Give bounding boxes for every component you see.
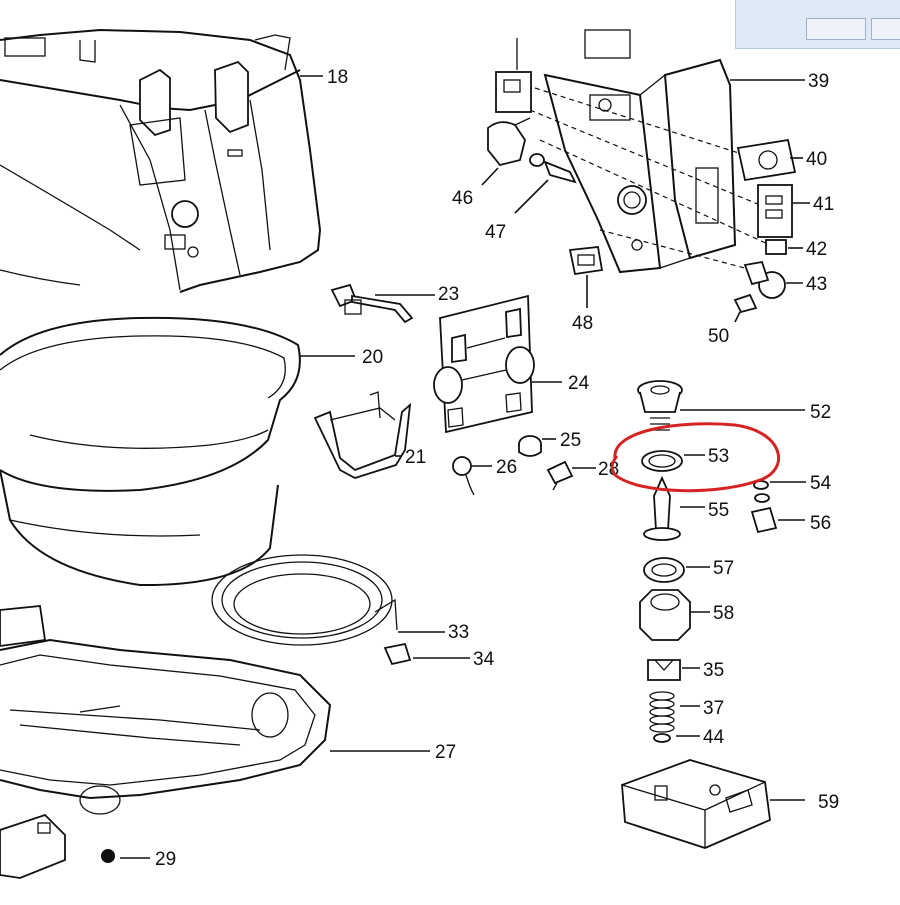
callout-18: 18 xyxy=(327,67,348,88)
part-48-switch xyxy=(568,246,604,308)
window-button[interactable] xyxy=(871,18,900,40)
callout-54: 54 xyxy=(810,473,832,494)
callout-58: 58 xyxy=(713,603,734,624)
part-lower-left-plug xyxy=(0,813,66,879)
callout-21: 21 xyxy=(405,447,426,468)
part-33-heater xyxy=(211,554,445,646)
part-20-bowl xyxy=(0,316,355,587)
part-54-ring xyxy=(753,480,806,503)
callout-20: 20 xyxy=(362,347,383,368)
part-26-sensor xyxy=(452,456,492,496)
callout-35: 35 xyxy=(703,660,724,681)
callout-59: 59 xyxy=(818,792,839,813)
callout-24: 24 xyxy=(568,373,590,394)
callout-46: 46 xyxy=(452,188,473,209)
callout-39: 39 xyxy=(808,71,829,92)
part-46-clip xyxy=(481,117,531,186)
callout-42: 42 xyxy=(806,239,827,260)
part-39-panel xyxy=(516,29,805,274)
callout-26: 26 xyxy=(496,457,517,478)
part-43-knob xyxy=(743,260,803,299)
callout-52: 52 xyxy=(810,402,831,423)
part-40-label-plate xyxy=(736,138,803,182)
part-18-housing xyxy=(0,28,323,293)
part-56-cap xyxy=(750,506,805,534)
part-37-spring xyxy=(649,691,700,733)
part-41-display xyxy=(757,184,810,238)
part-57-washer xyxy=(643,557,710,583)
part-44-small-ring xyxy=(653,733,700,743)
window-button[interactable] xyxy=(806,18,866,40)
callout-27: 27 xyxy=(435,742,456,763)
part-24-gasket xyxy=(433,294,562,434)
callout-56: 56 xyxy=(810,513,831,534)
callout-50: 50 xyxy=(708,326,729,347)
callout-25: 25 xyxy=(560,430,581,451)
callout-48: 48 xyxy=(572,313,593,334)
callout-47: 47 xyxy=(485,222,506,243)
highlight-ellipse xyxy=(610,422,780,493)
part-52-valve-cap xyxy=(637,380,805,431)
part-59-valve-body xyxy=(621,759,805,849)
callout-23: 23 xyxy=(438,284,459,305)
callout-55: 55 xyxy=(708,500,729,521)
window-chrome-corner xyxy=(735,0,900,49)
callout-43: 43 xyxy=(806,274,827,295)
callout-34: 34 xyxy=(473,649,495,670)
callout-labels: 18 39 40 41 42 43 46 47 48 50 23 20 24 2… xyxy=(155,67,839,870)
part-50-cap xyxy=(733,293,758,323)
part-53-oring xyxy=(641,450,705,472)
part-21-holder xyxy=(313,391,412,479)
callout-41: 41 xyxy=(813,194,834,215)
callout-53: 53 xyxy=(708,446,729,467)
part-58-nut xyxy=(639,589,710,641)
callout-37: 37 xyxy=(703,698,724,719)
part-25-bushing xyxy=(518,435,556,457)
part-35-clip xyxy=(647,659,700,681)
part-27-base xyxy=(0,605,430,815)
callout-44: 44 xyxy=(703,727,725,748)
part-42-button xyxy=(765,239,803,255)
part-23-bracket xyxy=(330,283,435,324)
callout-40: 40 xyxy=(806,149,827,170)
callout-29: 29 xyxy=(155,849,176,870)
part-45-relay xyxy=(495,71,532,113)
part-34-clip xyxy=(383,642,470,666)
part-47-pin xyxy=(514,153,577,214)
part-29-screw xyxy=(101,849,150,863)
part-28-fuse xyxy=(546,460,596,491)
callout-33: 33 xyxy=(448,622,469,643)
callout-57: 57 xyxy=(713,558,734,579)
